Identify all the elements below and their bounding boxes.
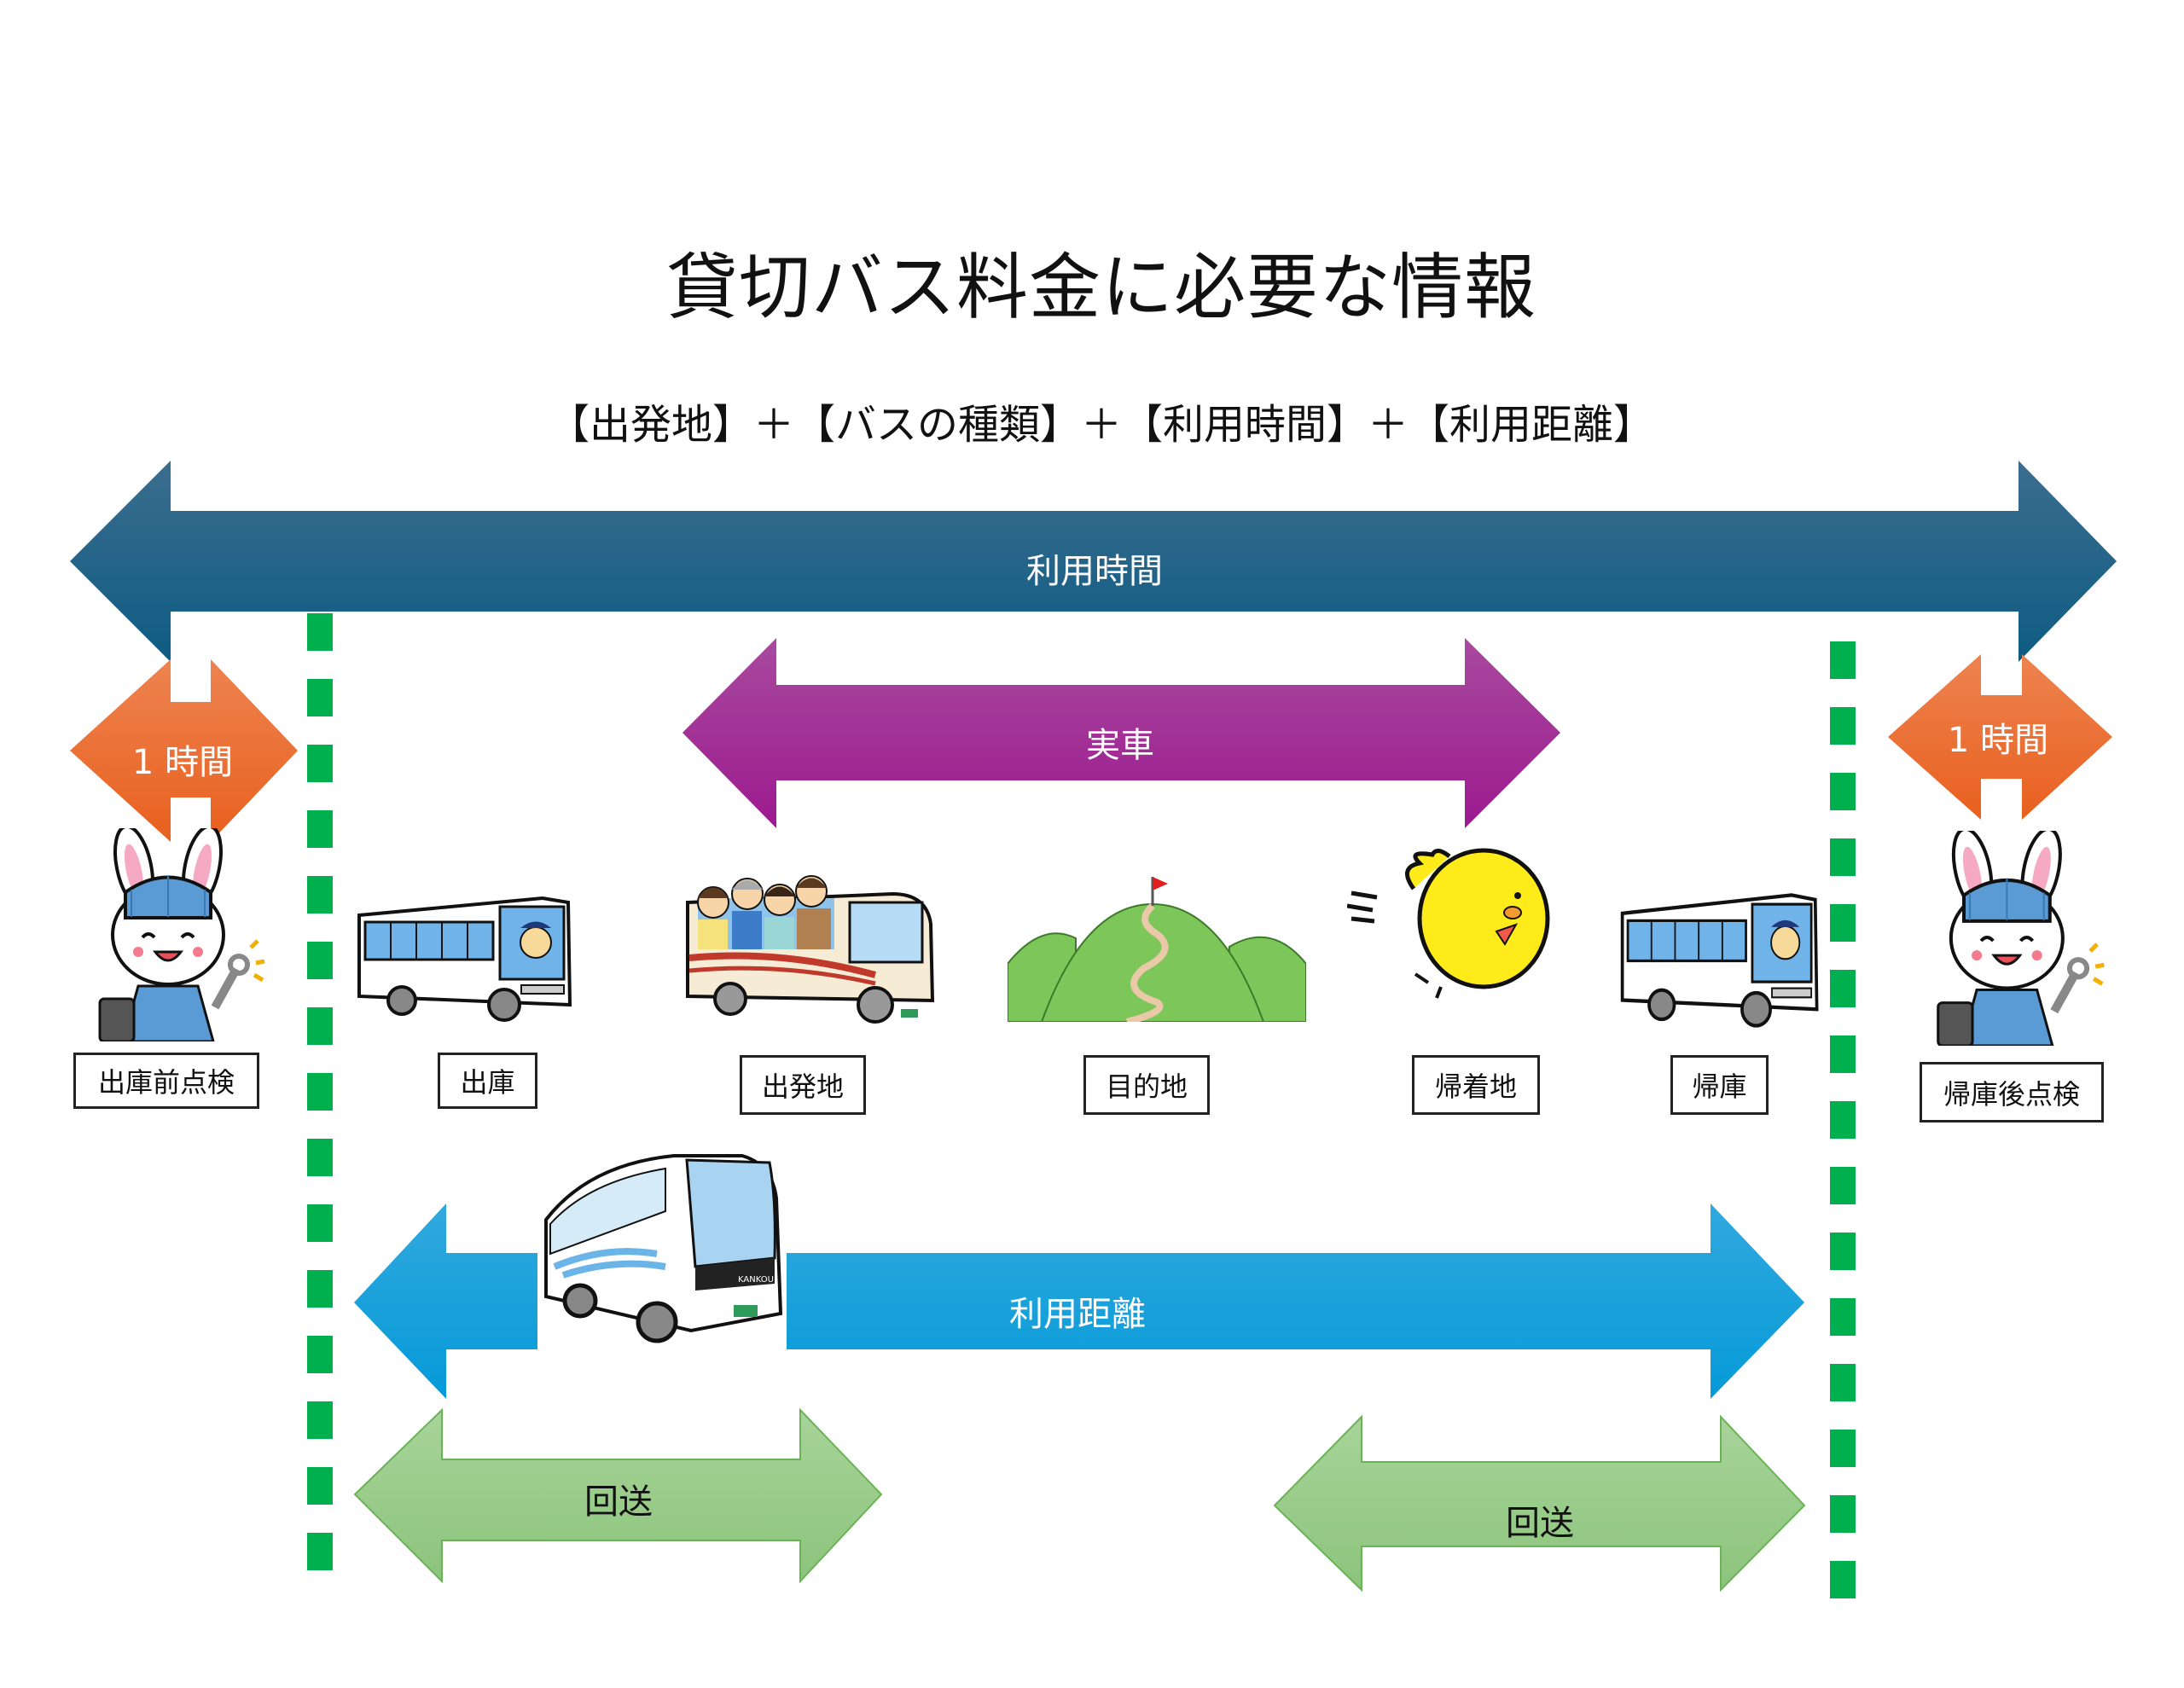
coach-bus-icon: KANKOU [544,1154,783,1343]
inspection-before-time-label: 1 時間 [131,743,234,782]
bus-driver-icon [357,896,572,1022]
deadhead-return-arrow [1273,1414,1806,1592]
pricing-formula: 【出発地】＋【バスの種類】＋【利用時間】＋【利用距離】 [548,401,1654,449]
inspection-before-arrow [70,659,298,842]
rabbit-mechanic-icon [98,828,265,1041]
usage-distance-label: 利用距離 [1009,1295,1146,1334]
usage-time-arrow [70,461,2117,662]
rabbit-mechanic-icon [1937,831,2105,1046]
usage-time-label: 利用時間 [1026,552,1163,591]
deadhead-return-label: 回送 [1506,1504,1574,1543]
usage-distance-arrow [354,1204,1804,1399]
page-title: 貸切バス料金に必要な情報 [665,246,1536,329]
stage-label-pre-departure-inspection: 出庫前点検 [73,1053,259,1109]
running-chick-icon [1347,848,1550,999]
mountain-flag-icon [1008,877,1306,1022]
coach-bus-image: KANKOU [537,1147,787,1352]
bus-driver-icon [1620,893,1819,1028]
stage-label-depot-departure: 出庫 [438,1053,537,1109]
inspection-after-time-label: 1 時間 [1947,721,2049,760]
stage-label-origin: 出発地 [740,1055,866,1115]
coach-bus-plate-text: KANKOU [738,1275,774,1285]
bus-passengers-icon [686,875,935,1024]
inspection-after-arrow [1888,654,2112,820]
deadhead-out-label: 回送 [584,1482,653,1522]
stage-label-destination: 目的地 [1083,1055,1210,1115]
stage-label-post-return-inspection: 帰庫後点検 [1920,1062,2104,1122]
deadhead-out-arrow [353,1407,883,1584]
actual-service-arrow [682,638,1560,828]
actual-service-label: 実車 [1086,726,1154,765]
stage-label-return-point: 帰着地 [1412,1055,1540,1115]
stage-label-depot-return: 帰庫 [1670,1055,1769,1115]
